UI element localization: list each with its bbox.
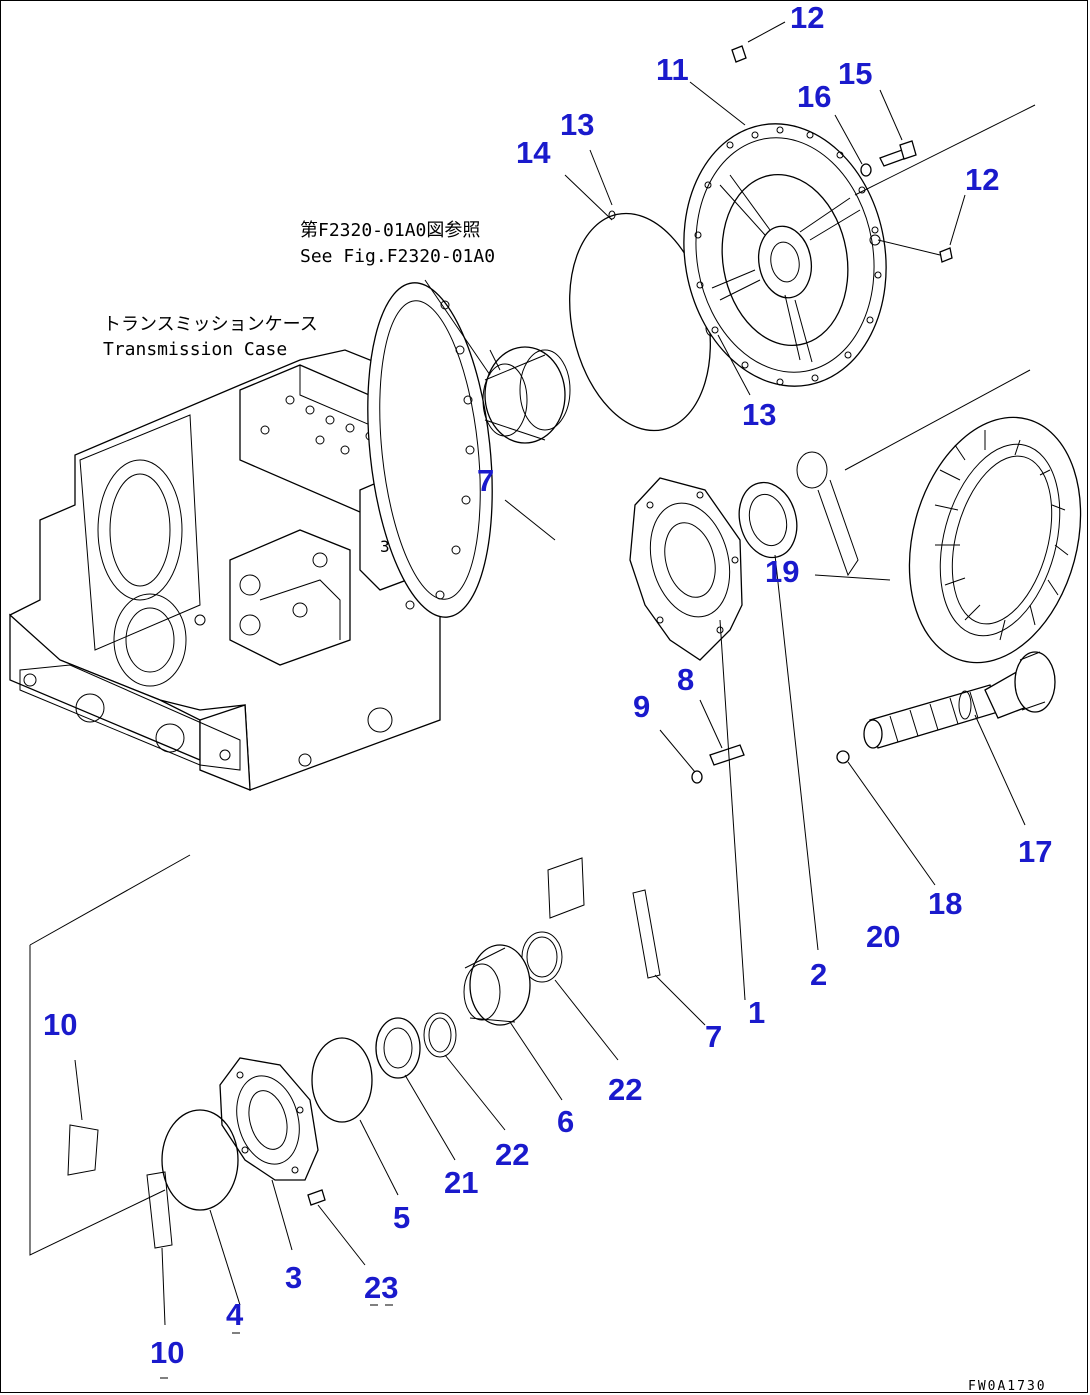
callout-16: 16: [797, 79, 831, 114]
case-label-jp: トランスミッションケース: [103, 314, 318, 335]
callout-4: 4: [226, 1297, 244, 1332]
transmission-case-drawing: 30: [9, 282, 493, 791]
part-15-bolt: [879, 140, 917, 167]
callout-22-left: 22: [495, 1137, 529, 1172]
part-13-oring-upper: [608, 210, 616, 220]
callout-21: 21: [444, 1165, 478, 1200]
callout-15: 15: [838, 56, 872, 91]
callout-19: 19: [765, 554, 799, 589]
callout-9: 9: [633, 689, 650, 724]
part-20-snap-ring: [796, 451, 828, 489]
part-5-gasket: [311, 1037, 373, 1123]
part-12-plug-top: [731, 45, 747, 63]
callout-12-top: 12: [790, 0, 824, 35]
callout-18: 18: [928, 886, 962, 921]
part-23-dowel: [307, 1189, 326, 1206]
part-12-plug-right: [939, 247, 953, 263]
part-17-shaft: [863, 651, 1056, 749]
housing-bolt-holes: [694, 126, 882, 386]
callout-11: 11: [656, 52, 689, 87]
callout-12-right: 12: [965, 162, 999, 197]
callout-7-bottom: 7: [705, 1019, 722, 1054]
part-7-shim-upper: [547, 857, 585, 919]
ref-note-jp: 第F2320-01A0図参照: [300, 220, 480, 241]
case-bearing: [482, 346, 571, 444]
callout-13-top: 13: [560, 107, 594, 142]
part-3-cover: [219, 1057, 319, 1181]
part-6-bearing: [463, 944, 531, 1026]
part-10-shim-bottom: [146, 1171, 173, 1249]
callout-2: 2: [810, 957, 827, 992]
callout-14: 14: [516, 135, 551, 170]
callout-10-left: 10: [43, 1007, 77, 1042]
part-19-ring-gear: [908, 416, 1082, 664]
callout-1: 1: [748, 995, 765, 1030]
case-label-en: Transmission Case: [103, 339, 287, 360]
part-21-seal: [375, 1017, 421, 1079]
callout-3: 3: [285, 1260, 302, 1295]
part-22-ring-b: [423, 1012, 457, 1058]
callout-6: 6: [557, 1104, 574, 1139]
callout-5: 5: [393, 1200, 410, 1235]
leader-lines: [29, 21, 1036, 1379]
callout-10-bottom: 10: [150, 1335, 184, 1370]
callout-20: 20: [866, 919, 900, 954]
callout-17: 17: [1018, 834, 1052, 869]
ref-note-en: See Fig.F2320-01A0: [300, 246, 495, 267]
part-18-ring: [836, 750, 850, 764]
callout-7-top: 7: [477, 463, 494, 498]
part-2-bearing: [738, 481, 798, 559]
part-10-shim-left: [67, 1124, 99, 1176]
part-9-washer: [691, 770, 703, 784]
part-4-gasket: [161, 1109, 239, 1211]
drawing-code: FW0A1730: [968, 1379, 1047, 1394]
part-8-bolt: [709, 744, 745, 766]
callout-13-bottom: 13: [742, 397, 776, 432]
callout-labels: 12 11 16 15 14 13 12 13 19 8 9 17 7 18 2…: [43, 0, 1052, 1370]
part-7-shim-lower: [632, 889, 661, 979]
callout-8: 8: [677, 662, 694, 697]
part-16-washer: [860, 163, 872, 177]
callout-23: 23: [364, 1270, 398, 1305]
part-11-housing: [683, 123, 887, 387]
part-1-cover: [629, 477, 743, 661]
callout-22-right: 22: [608, 1072, 642, 1107]
